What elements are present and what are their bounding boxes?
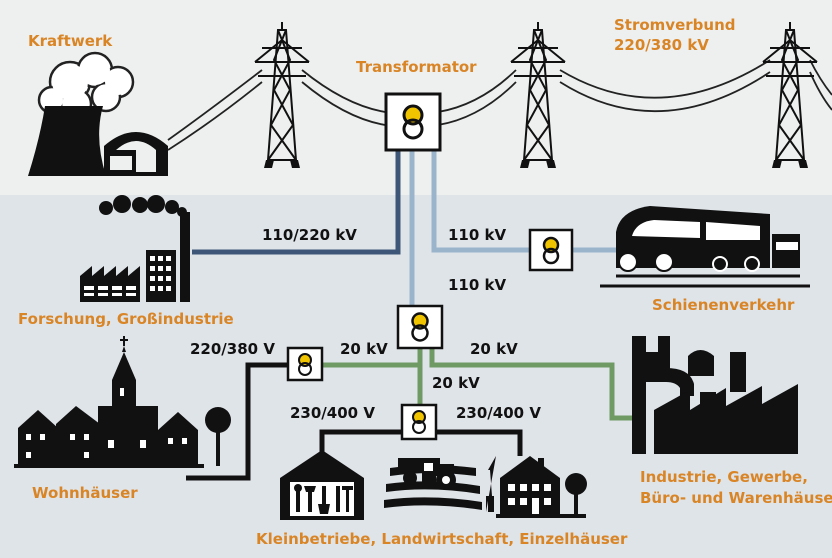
kleinbetriebe-label: Kleinbetriebe, Landwirtschaft, Einzelhäu…: [256, 530, 628, 548]
church-cross-icon: [120, 336, 128, 346]
house-icon: [486, 456, 587, 518]
voltage-230-400v-right: 230/400 V: [456, 404, 541, 422]
substation-transformer-icon: [396, 304, 444, 350]
forschung-label: Forschung, Großindustrie: [18, 310, 234, 328]
factory-icon: [80, 195, 190, 302]
local-transformer-icon: [400, 403, 438, 441]
line-220-380v: [186, 362, 288, 481]
pylon-icon: [254, 22, 310, 161]
industry-icon: [630, 336, 798, 454]
kraftwerk-label: Kraftwerk: [28, 32, 113, 50]
line-110kv-rail: [431, 150, 616, 253]
wohnhaeuser-label: Wohnhäuser: [32, 484, 138, 502]
factory-windows: [84, 256, 171, 296]
stromverbund-voltage-label: 220/380 kV: [614, 36, 709, 54]
stromverbund-label: Stromverbund: [614, 16, 736, 34]
pylon-icon: [264, 160, 808, 168]
voltage-110-220kv: 110/220 kV: [262, 226, 357, 244]
village-windows: [26, 388, 187, 458]
village-icon: [14, 346, 231, 468]
train-icon: [600, 206, 810, 288]
voltage-20kv-left: 20 kV: [340, 340, 388, 358]
line-230-400v-right: [436, 429, 523, 456]
line-20kv-right: [429, 348, 632, 421]
voltage-110kv-down: 110 kV: [448, 276, 507, 294]
voltage-20kv-right: 20 kV: [470, 340, 518, 358]
main-transformer-icon: [384, 92, 442, 152]
line-230-400v-left: [319, 429, 402, 454]
overhead-lines: [167, 59, 832, 151]
industrie-label: Industrie, Gewerbe,: [640, 468, 808, 486]
buero-label: Büro- und Warenhäuser: [640, 489, 832, 507]
voltage-220-380v: 220/380 V: [190, 340, 275, 358]
residential-transformer-icon: [286, 346, 324, 382]
line-110-220kv: [192, 150, 401, 255]
power-plant-icon: [28, 51, 168, 176]
rail-transformer-icon: [528, 228, 574, 272]
farm-icon: [384, 458, 482, 510]
workshop-icon: [280, 450, 364, 520]
schienenverkehr-label: Schienenverkehr: [652, 296, 795, 314]
voltage-230-400v-left: 230/400 V: [290, 404, 375, 422]
transformator-label: Transformator: [356, 58, 477, 76]
voltage-20kv-down: 20 kV: [432, 374, 480, 392]
voltage-110kv-rail: 110 kV: [448, 226, 507, 244]
